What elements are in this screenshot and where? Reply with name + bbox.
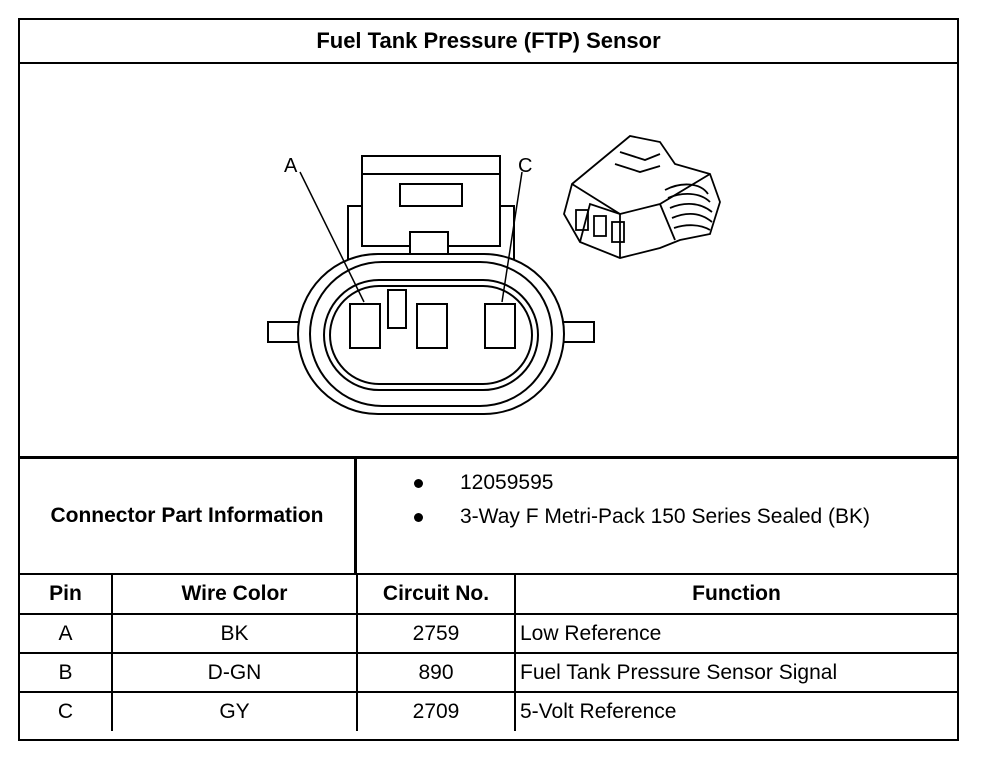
circuit-cell: 2759	[356, 613, 516, 654]
table-row: C GY 2709 5-Volt Reference	[20, 691, 957, 731]
part-number: 12059595	[460, 471, 554, 494]
pinout-table: Pin Wire Color Circuit No. Function A BK…	[20, 575, 957, 731]
circuit-cell: 890	[356, 652, 516, 693]
connector-3d-sketch	[563, 135, 721, 259]
circuit-cell: 2709	[356, 691, 516, 731]
bullet-icon	[414, 478, 423, 488]
connector-face-illustration: A C	[267, 135, 721, 415]
pin-a-callout: A	[284, 155, 298, 177]
table-row: B D-GN 890 Fuel Tank Pressure Sensor Sig…	[20, 652, 957, 693]
pin-c-callout: C	[518, 155, 532, 177]
connector-description: 3-Way F Metri-Pack 150 Series Sealed (BK…	[460, 505, 871, 528]
function-cell: Low Reference	[514, 613, 957, 654]
bullet-icon	[414, 512, 423, 522]
pin-column-header: Pin	[20, 575, 113, 615]
wire-color-cell: BK	[111, 613, 358, 654]
part-info-item: 12059595	[414, 471, 553, 495]
pin-cell: C	[20, 691, 113, 731]
function-column-header: Function	[514, 575, 957, 615]
function-cell: Fuel Tank Pressure Sensor Signal	[514, 652, 957, 693]
wire-color-cell: D-GN	[111, 652, 358, 693]
part-info-item: 3-Way F Metri-Pack 150 Series Sealed (BK…	[414, 505, 870, 529]
table-row: A BK 2759 Low Reference	[20, 613, 957, 654]
connector-part-info-label: Connector Part Information	[20, 459, 357, 575]
circuit-column-header: Circuit No.	[356, 575, 516, 615]
wire-color-cell: GY	[111, 691, 358, 731]
connector-part-info-list: 12059595 3-Way F Metri-Pack 150 Series S…	[357, 459, 957, 575]
sheet-title: Fuel Tank Pressure (FTP) Sensor	[20, 20, 957, 64]
pin-cell: A	[20, 613, 113, 654]
wire-color-column-header: Wire Color	[111, 575, 358, 615]
function-cell: 5-Volt Reference	[514, 691, 957, 731]
connector-figure: A C	[20, 64, 957, 459]
table-header-row: Pin Wire Color Circuit No. Function	[20, 575, 957, 615]
pinout-sheet: Fuel Tank Pressure (FTP) Sensor	[18, 18, 959, 741]
pin-cell: B	[20, 652, 113, 693]
